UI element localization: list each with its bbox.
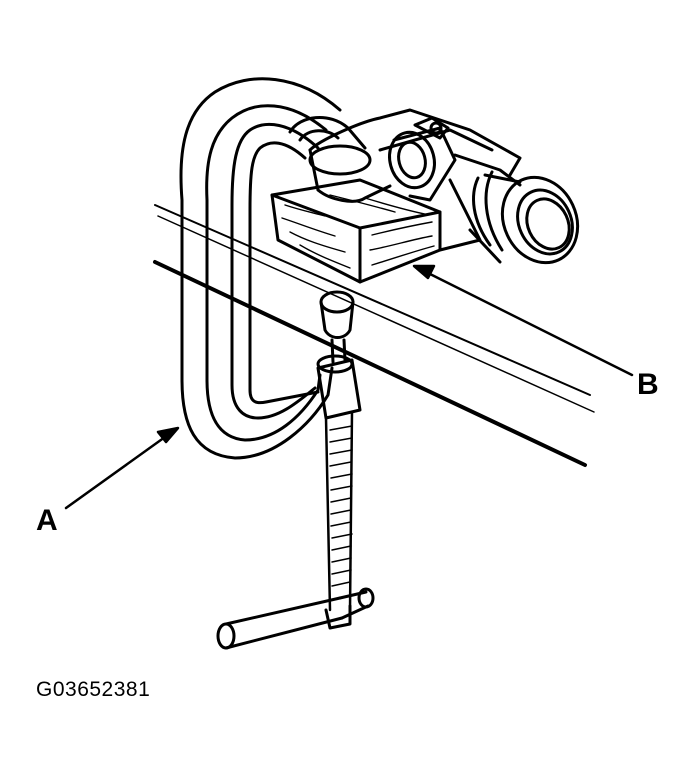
wood-block bbox=[270, 178, 442, 284]
clamp-screw-boss bbox=[316, 290, 362, 420]
callout-label-a: A bbox=[36, 504, 58, 537]
c-clamp-frame bbox=[179, 77, 342, 460]
figure-id-caption: G03652381 bbox=[36, 678, 151, 701]
clamp-t-handle bbox=[216, 587, 375, 650]
callout-arrow-b bbox=[412, 264, 634, 377]
callout-arrow-a bbox=[64, 426, 180, 510]
clamped-housing bbox=[308, 108, 580, 265]
callout-label-b: B bbox=[637, 368, 659, 401]
clamp-screw-thread bbox=[324, 410, 354, 612]
